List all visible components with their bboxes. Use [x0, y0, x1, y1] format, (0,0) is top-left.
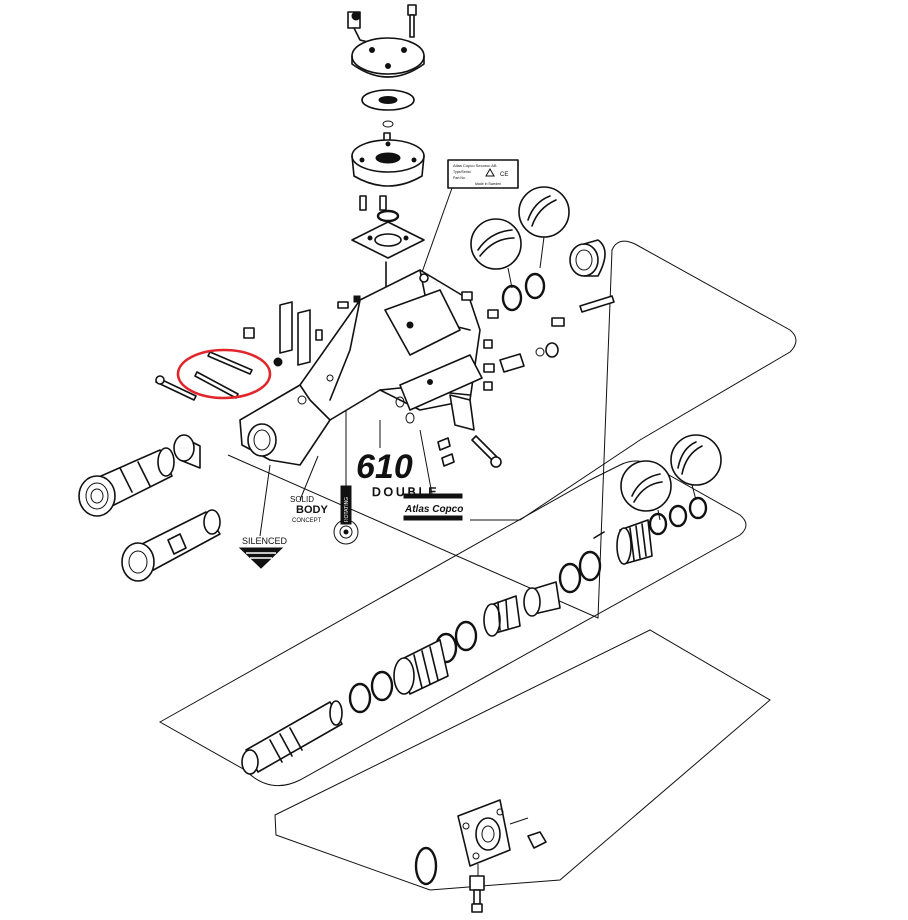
housing-bore — [247, 423, 277, 457]
group-outline-lower — [274, 629, 771, 891]
front-flange — [457, 799, 529, 867]
model-610-logo: 610 DOUBLE — [356, 448, 437, 499]
plate-line-1: Atlas Copco Secoroc AB — [453, 163, 497, 168]
valve-housing — [351, 139, 425, 187]
solid-body-main: BODY — [296, 504, 328, 516]
piston-o-rings — [348, 670, 394, 714]
guide-bushing — [523, 581, 561, 617]
housing-o-ring — [376, 209, 400, 223]
vent-valve — [347, 11, 369, 43]
cylinder-o-rings — [558, 550, 602, 594]
rear-bushing — [569, 239, 606, 277]
group-outline-upper — [227, 240, 797, 619]
top-cap-assembly — [347, 4, 425, 353]
identification-plate: Atlas Copco Secoroc AB Type/Serial Part … — [404, 159, 519, 321]
plate-line-3: Part No. — [453, 176, 466, 180]
brand-label: Atlas Copco — [404, 504, 463, 515]
flange-o-ring — [414, 846, 438, 886]
side-guide-plates — [243, 301, 323, 367]
solid-body-top: SOLID — [290, 495, 314, 504]
plate-line-4: Made in Sweden — [475, 182, 501, 186]
side-fasteners — [437, 435, 502, 468]
chuck — [78, 447, 175, 517]
front-cylinder — [593, 519, 653, 565]
top-cap — [351, 37, 425, 78]
cap-seal-disc — [361, 89, 415, 111]
rotating-badge: ROTATING — [333, 485, 359, 545]
guide-pins — [155, 351, 253, 401]
badge-label: ROTATING — [344, 497, 350, 522]
piston — [241, 700, 343, 775]
valve-ring — [483, 595, 521, 637]
atlas-copco-logo: Atlas Copco — [403, 493, 463, 521]
rotation-sleeve — [173, 434, 201, 469]
water-nipple — [483, 342, 559, 373]
upper-seal-rings — [501, 272, 546, 312]
housing-fasteners — [337, 273, 499, 391]
model-number: 610 — [356, 448, 413, 486]
front-seal-rings — [648, 496, 708, 536]
silenced-logo: SILENCED — [238, 536, 288, 569]
seal-detail-callouts-2 — [620, 434, 722, 521]
warning-triangle-icon — [485, 167, 495, 177]
solid-body-sub: CONCEPT — [292, 518, 322, 524]
solid-body-logo: SOLID BODY CONCEPT — [290, 495, 328, 524]
group-outline-middle — [158, 460, 747, 787]
housing-bolts — [359, 195, 387, 211]
piston-guide — [393, 639, 449, 695]
plate-line-2: Type/Serial — [453, 170, 471, 174]
flange-gasket — [351, 221, 425, 259]
seal-detail-callouts — [470, 186, 570, 289]
silenced-label: SILENCED — [242, 536, 288, 546]
flange-nut — [527, 831, 547, 849]
small-o-ring — [382, 120, 394, 128]
leader-lines — [259, 410, 433, 537]
stud-bolt — [551, 295, 615, 327]
flange-bolt — [469, 864, 485, 913]
driver-sub — [121, 509, 221, 582]
cap-bolt — [407, 4, 417, 38]
ce-mark-icon: CE — [500, 172, 508, 178]
main-housing — [239, 269, 483, 466]
highlight-circle — [176, 348, 272, 400]
